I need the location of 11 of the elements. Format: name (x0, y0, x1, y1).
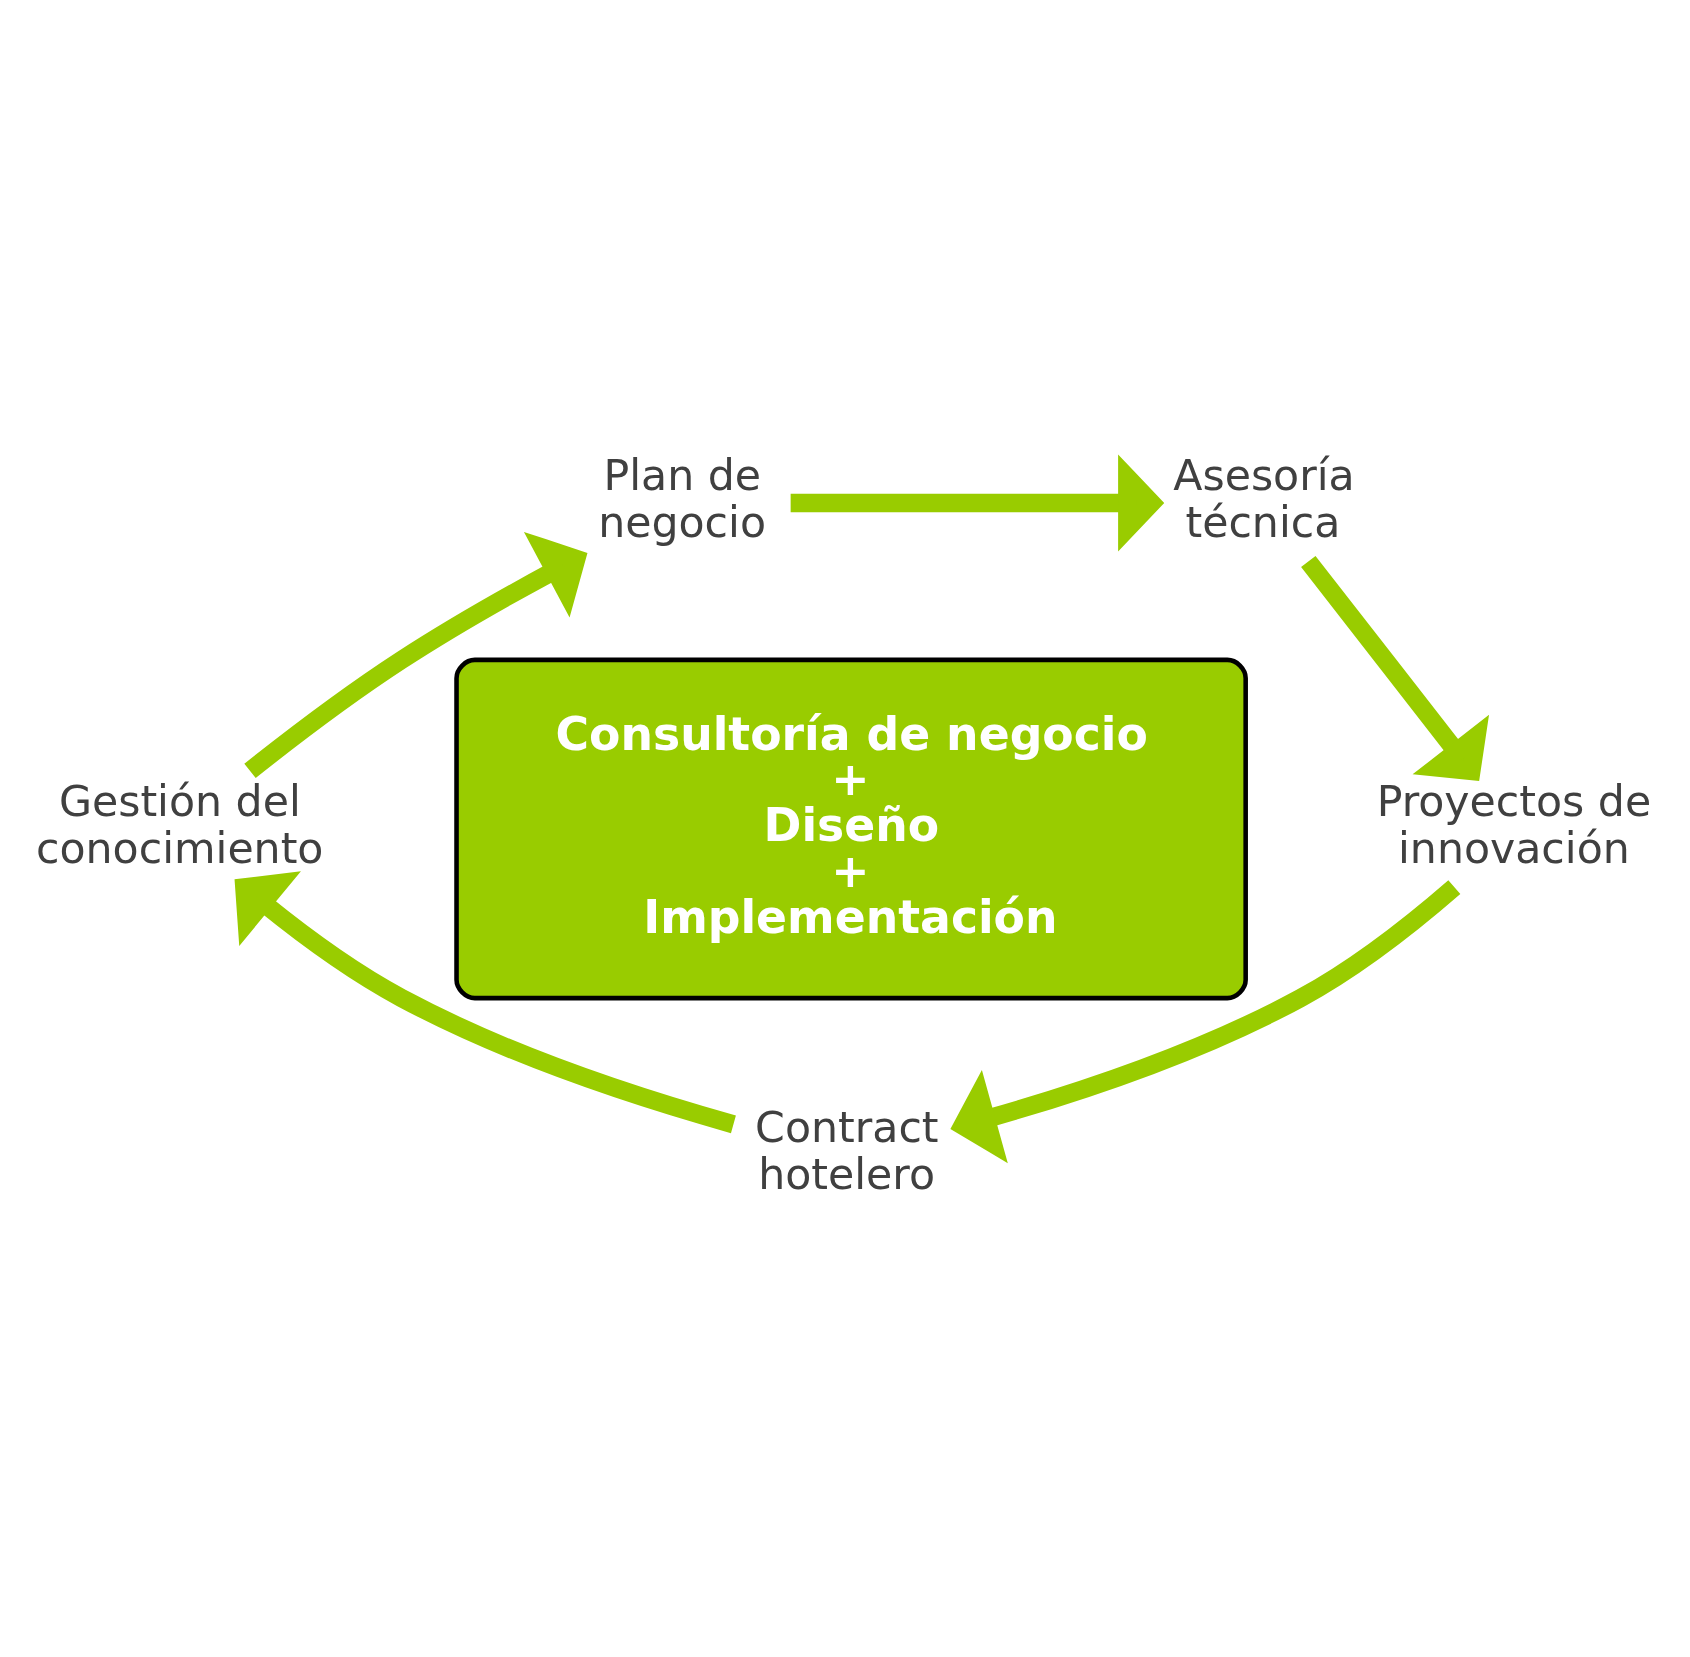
arrow (244, 531, 588, 778)
node-text: Asesoría técnica (1173, 449, 1355, 547)
node-box: Consultoría de negocio + Diseño + Implementación (454, 657, 1248, 1000)
arrow (234, 870, 736, 1133)
arrow (1301, 555, 1490, 781)
arrow (790, 454, 1165, 551)
node-text: Contract hotelero (755, 1101, 939, 1199)
arrow (950, 879, 1461, 1163)
node-text: Proyectos de innovación (1376, 775, 1652, 873)
node-text: Gestión del conocimiento (36, 775, 324, 873)
node-text: Plan de negocio (598, 449, 766, 547)
